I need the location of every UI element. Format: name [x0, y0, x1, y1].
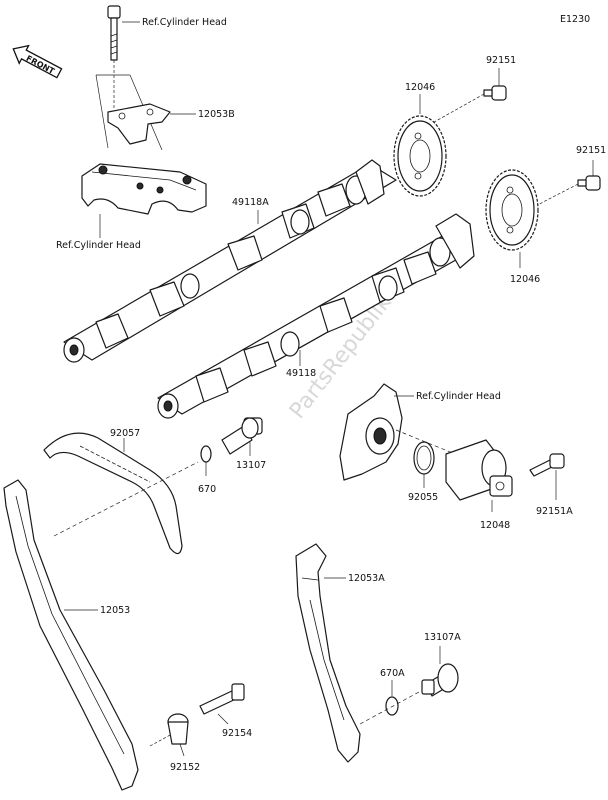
label-670A: 670A: [380, 668, 405, 679]
label-12046-top: 12046: [405, 82, 435, 93]
sprocket-bolt-right: [577, 175, 601, 191]
tensioner-housing: [339, 383, 403, 481]
cam-sprocket-upper: [393, 115, 447, 197]
label-12046-bottom: 12046: [510, 274, 540, 285]
label-12053A: 12053A: [348, 573, 385, 584]
label-92151-right: 92151: [576, 145, 606, 156]
o-ring-670A: [385, 696, 399, 716]
guide-bolt-13107A: [421, 663, 459, 697]
label-13107A: 13107A: [424, 632, 461, 643]
o-ring-670: [200, 445, 212, 463]
gasket-92055: [413, 441, 435, 475]
timing-chain: [43, 432, 183, 555]
sprocket-bolt-top: [483, 85, 507, 101]
label-92154: 92154: [222, 728, 252, 739]
cam-sprocket-lower: [485, 169, 539, 251]
label-12048: 12048: [480, 520, 510, 531]
chain-guide-upper-12053B: [107, 103, 171, 145]
label-49118A: 49118A: [232, 197, 269, 208]
label-12053B: 12053B: [198, 109, 235, 120]
chain-tensioner-12048: [445, 439, 513, 501]
label-49118: 49118: [286, 368, 316, 379]
label-92055: 92055: [408, 492, 438, 503]
guide-bolt-92154: [199, 683, 245, 715]
label-92151-top: 92151: [486, 55, 516, 66]
label-ref-head-right: Ref.Cylinder Head: [416, 391, 501, 402]
label-92057: 92057: [110, 428, 140, 439]
label-92151A: 92151A: [536, 506, 573, 517]
label-ref-head-top: Ref.Cylinder Head: [142, 17, 227, 28]
tensioner-bolt-92151A: [529, 453, 565, 477]
guide-bolt-13107: [221, 417, 263, 455]
label-92152: 92152: [170, 762, 200, 773]
label-12053: 12053: [100, 605, 130, 616]
front-arrow-icon: FRONT: [12, 44, 63, 79]
camshaft-cap: [81, 163, 207, 215]
head-bolt: [107, 5, 121, 61]
label-ref-head-mid: Ref.Cylinder Head: [56, 240, 141, 251]
camshaft-exhaust-49118A: [63, 159, 397, 363]
chain-guide-12053A: [295, 543, 361, 763]
collar-92152: [167, 713, 189, 745]
diagram-code: E1230: [560, 14, 590, 25]
label-670: 670: [198, 484, 216, 495]
label-13107: 13107: [236, 460, 266, 471]
chain-guide-12053: [3, 479, 139, 791]
camshaft-intake-49118: [157, 213, 475, 419]
